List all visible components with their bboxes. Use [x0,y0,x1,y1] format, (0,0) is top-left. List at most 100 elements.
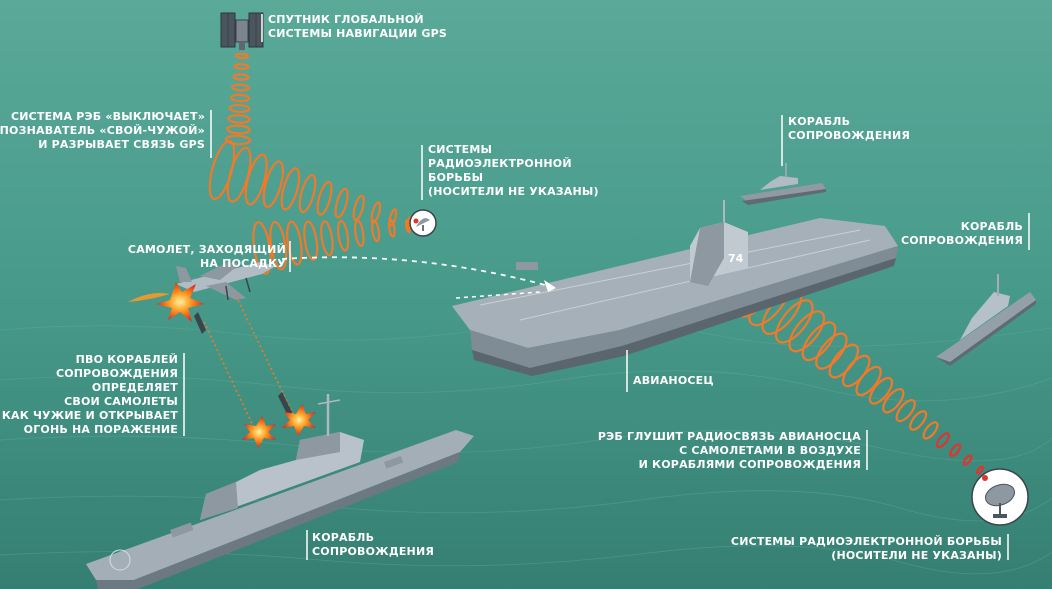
wave-ring [387,219,396,238]
wave-ring [371,219,381,243]
wave-ring [320,220,334,257]
wave-ring [909,410,928,431]
label-ew-systems-top: Системы радиоэлектронной борьбы (носител… [428,143,599,199]
wave-ring [815,332,848,370]
label-reb-jamming: РЭБ глушит радиосвязь авианосца с самоле… [598,430,861,472]
label-line: Корабль [788,115,851,128]
label-ew-systems-bottom: Системы радиоэлектронной борьбы (носител… [731,535,1002,563]
escort-ship-foreground [86,394,474,589]
wave-ring [262,160,284,209]
wave-ring [224,134,252,146]
label-line: и разрывает связь GPS [38,138,205,151]
wave-ring [855,365,882,397]
approach-arrow [544,280,556,292]
wave-ring [882,387,905,414]
wave-ring [962,454,973,466]
escort-ship-far [740,163,826,205]
missile-launch-explosions [242,404,316,448]
wave-ring [303,220,319,261]
label-line: Системы [428,143,493,156]
wave-ring [228,103,251,114]
wave-ring [269,220,288,271]
label-aircraft-carrier: Авианосец [633,374,714,388]
label-line: с самолетами в воздухе [679,444,861,457]
wave-ring [298,174,317,214]
wave-ring [244,153,268,206]
wave-ring [935,432,950,449]
label-line: системы навигации GPS [268,27,448,40]
wave-ring [801,321,837,362]
wave-ring [895,399,916,423]
wave-ring [334,187,349,219]
label-line: на посадку [200,257,286,270]
escort-ship-right [936,274,1036,366]
explosion-icon [156,282,204,322]
wave-ring [774,299,814,344]
wave-ring [234,52,250,60]
label-line: борьбы [428,171,484,184]
label-line: сопровождения [788,129,911,142]
label-line: Авианосец [633,374,714,387]
label-line: Система РЭБ «выключает» [10,110,205,123]
label-line: Спутник глобальной [268,13,424,26]
label-line: радиоэлектронной [428,157,572,170]
label-reb-iff-off: Система РЭБ «выключает» опознаватель «св… [0,110,205,152]
wave-ring [232,73,250,81]
missile-icon [194,295,297,433]
label-line: (носители не указаны) [831,549,1002,562]
wave-ring [280,167,301,211]
wave-ring [788,310,826,353]
wave-ring [337,219,350,252]
label-line: определяет [91,381,178,394]
wave-ring [233,62,250,71]
label-line: и кораблями сопровождения [638,458,861,471]
pointer-lines [183,14,1030,560]
wave-ring [229,93,251,103]
label-line: огонь на поражение [23,423,178,436]
wave-ring [226,124,251,135]
label-line: ПВО кораблей [75,353,178,366]
wave-ring [252,221,272,275]
jamming-waves-plane [252,218,412,275]
label-gps-satellite: Спутник глобальной системы навигации GPS [268,13,447,41]
wave-ring [352,194,365,221]
wave-ring [286,220,303,266]
wave-ring [316,180,333,216]
gps-signal-waves [224,52,252,146]
label-line: (носители не указаны) [428,185,599,198]
jammer-dish-icon [971,468,1029,526]
label-line: опознаватель «свой-чужой» [0,124,205,137]
wave-ring [227,114,251,124]
wave-ring [976,465,984,475]
wave-ring [828,343,860,379]
label-line: свои самолеты [64,395,178,408]
label-line: Самолет, заходящий [127,243,286,256]
label-escort-ship-bottom: Корабль сопровождения [312,531,434,559]
label-landing-plane: Самолет, заходящий на посадку [128,243,286,271]
label-line: сопровождения [312,545,435,558]
wave-ring [868,376,894,405]
engine-flame [128,293,170,302]
wave-ring [231,83,250,92]
label-line: сопровождения [900,234,1023,247]
label-line: сопровождения [55,367,178,380]
label-line: Системы радиоэлектронной борьбы [730,535,1002,548]
approach-path [281,256,557,289]
label-line: РЭБ глушит радиосвязь авианосца [597,430,861,443]
carrier-hull-number: 74 [728,252,744,265]
label-line: Корабль [312,531,375,544]
label-line: Корабль [960,220,1023,233]
wave-ring [949,443,962,458]
label-escort-ship-right: Корабль сопровождения [901,220,1023,248]
landing-plane [176,262,276,301]
label-escort-ship-top: Корабль сопровождения [788,115,910,143]
radar-dish-icon [409,209,437,237]
wave-ring [922,421,939,440]
aircraft-carrier: 74 [452,200,898,376]
wave-ring [353,219,365,247]
satellite-icon [220,12,264,50]
approach-path-deck [455,291,541,299]
label-line: как чужие и открывает [1,409,178,422]
wave-ring [388,208,398,227]
